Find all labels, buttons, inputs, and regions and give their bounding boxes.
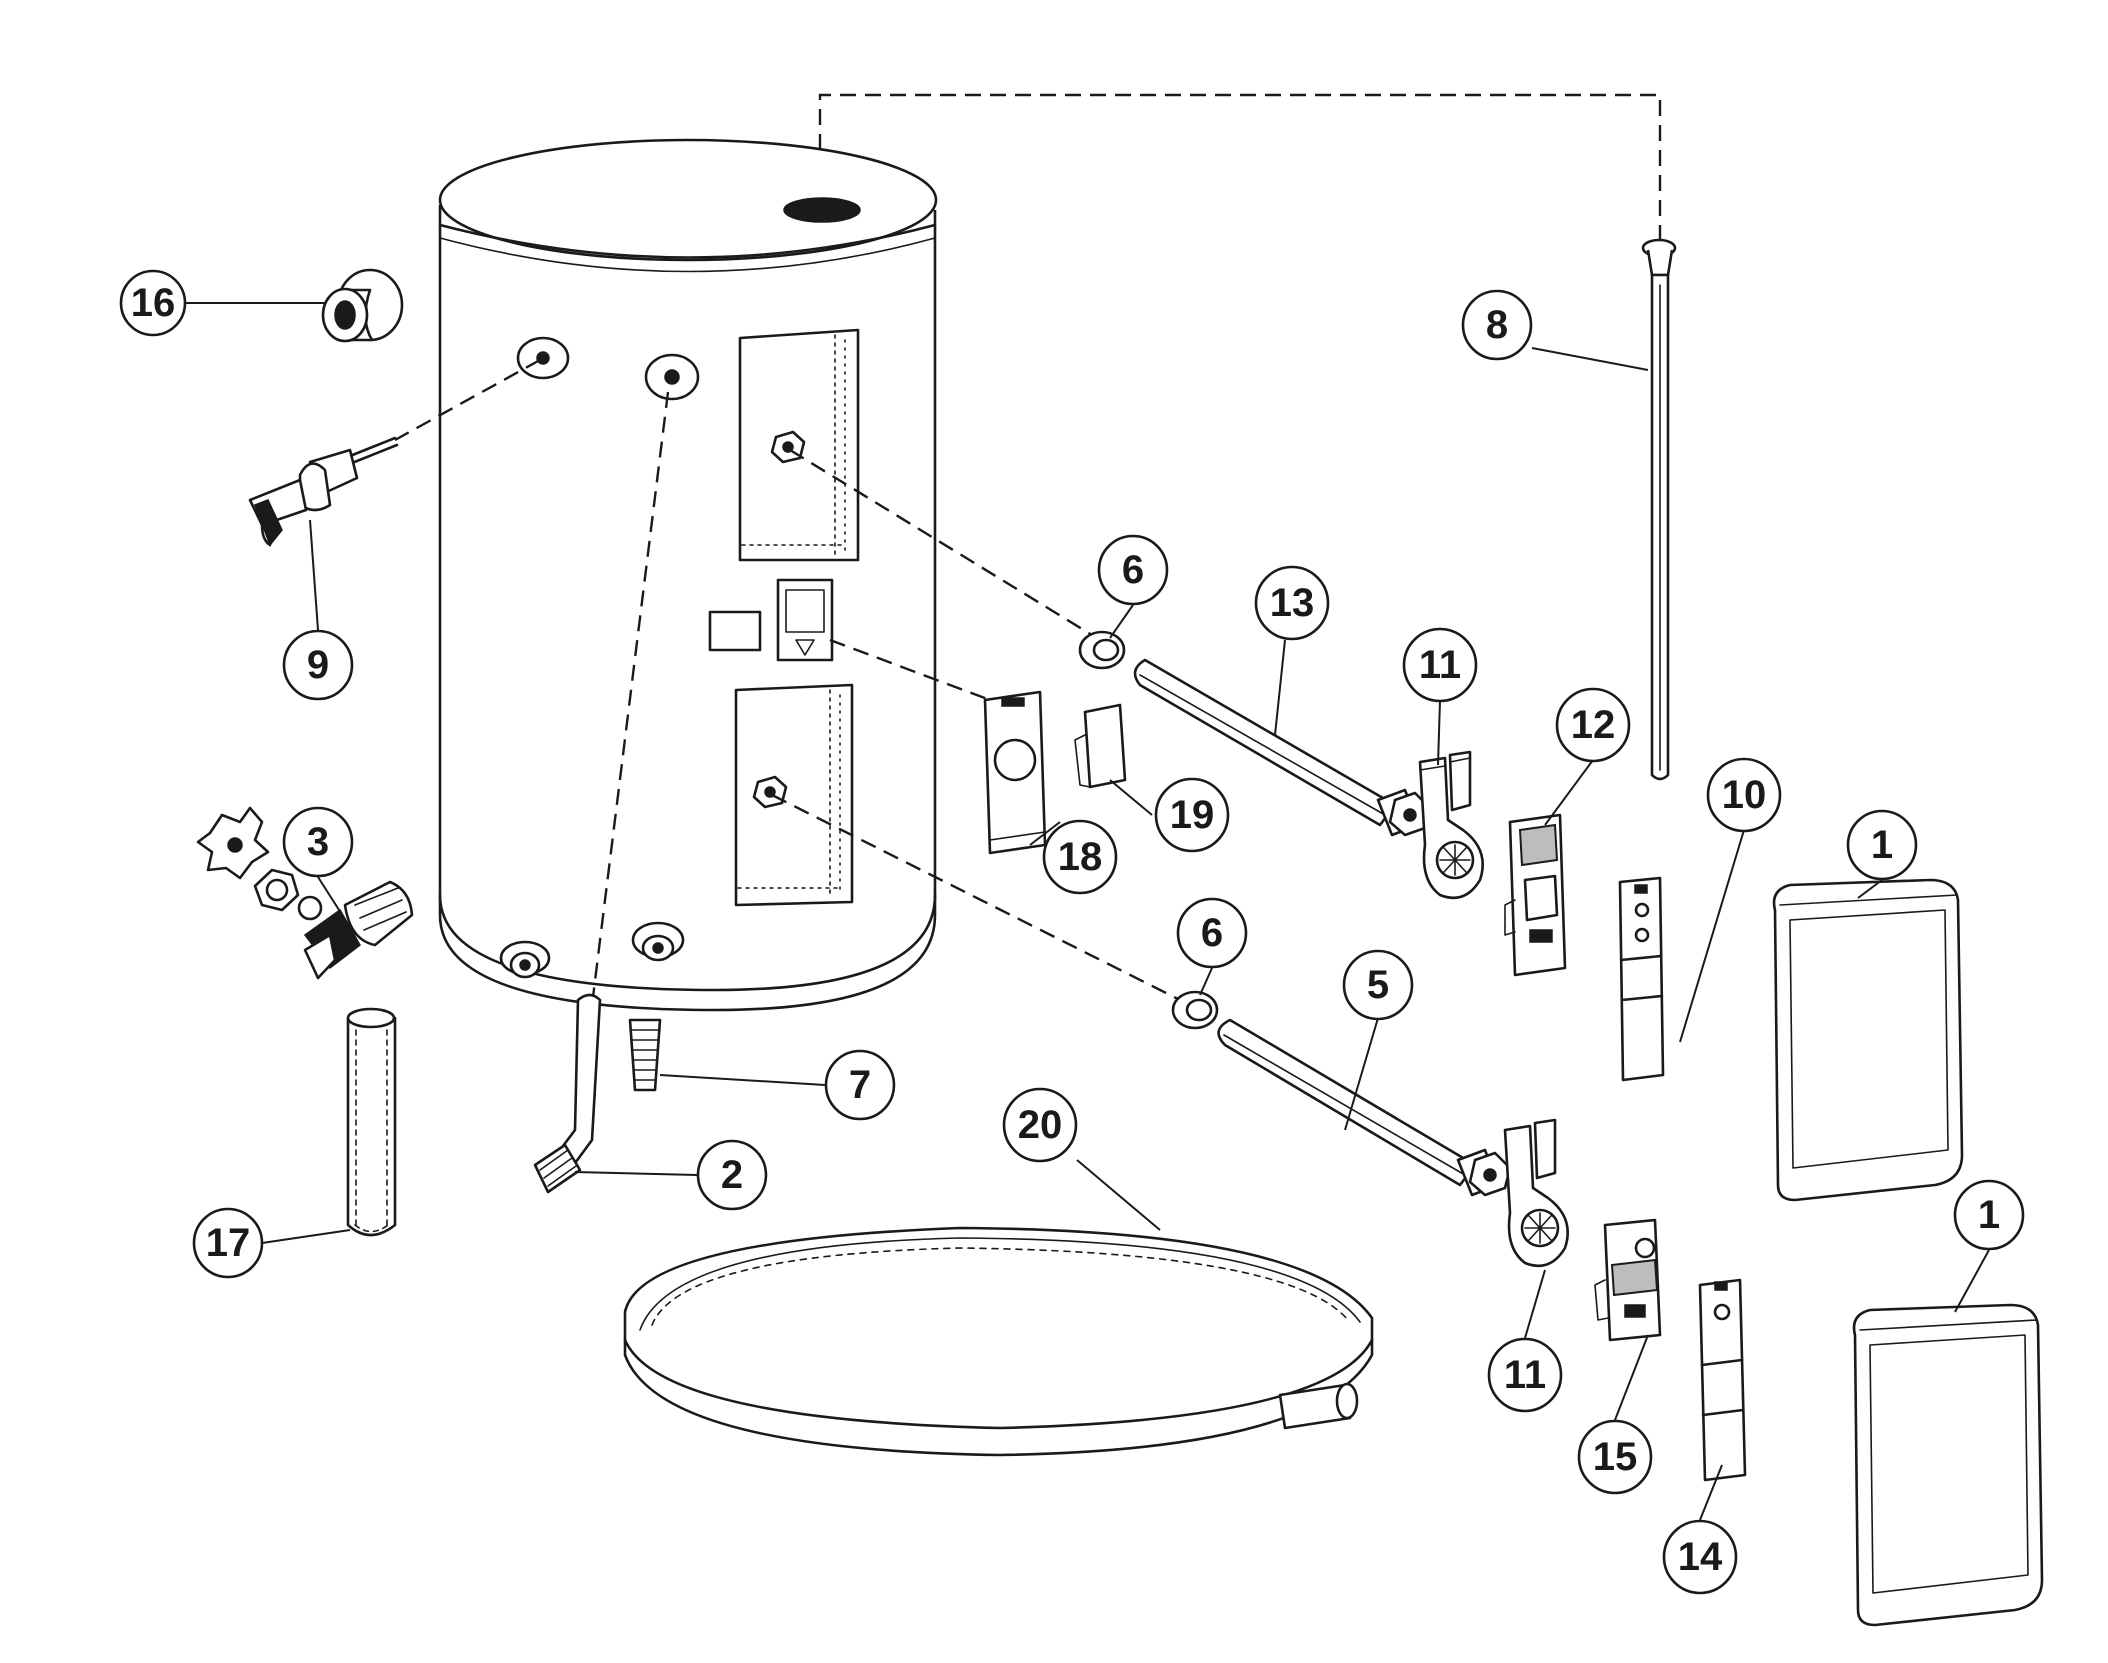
callout-2: 2 bbox=[696, 1139, 768, 1211]
callout-1-lower-label: 1 bbox=[1978, 1193, 2000, 1237]
water-heater-tank bbox=[438, 138, 938, 1012]
callout-6-lower: 6 bbox=[1176, 897, 1248, 969]
callout-11-lower: 11 bbox=[1487, 1337, 1563, 1413]
part-8-anode-rod bbox=[1641, 238, 1677, 781]
callout-10-label: 10 bbox=[1722, 773, 1767, 817]
callout-11-upper-label: 11 bbox=[1419, 643, 1461, 687]
part-1-access-cover-lower bbox=[1852, 1303, 2044, 1627]
callout-16: 16 bbox=[119, 269, 187, 337]
callout-3: 3 bbox=[282, 806, 354, 878]
callout-15: 15 bbox=[1577, 1419, 1653, 1495]
callout-12-label: 12 bbox=[1571, 703, 1616, 747]
callout-6-lower-label: 6 bbox=[1201, 911, 1223, 955]
part-5-lower-heating-element bbox=[1217, 1018, 1512, 1197]
part-12-upper-thermostat bbox=[1504, 813, 1567, 977]
part-18-thermostat-cover bbox=[983, 690, 1047, 855]
callout-19-label: 19 bbox=[1170, 793, 1215, 837]
callout-14-label: 14 bbox=[1678, 1535, 1723, 1579]
callout-8: 8 bbox=[1461, 289, 1533, 361]
part-13-upper-heating-element bbox=[1133, 658, 1432, 837]
callout-15-label: 15 bbox=[1593, 1435, 1638, 1479]
callout-20: 20 bbox=[1002, 1087, 1078, 1163]
upper-element-dashed-line bbox=[789, 448, 1101, 642]
callout-13-label: 13 bbox=[1270, 581, 1315, 625]
callout-7: 7 bbox=[824, 1049, 896, 1121]
callout-6-upper: 6 bbox=[1097, 534, 1169, 606]
callout-1-upper-label: 1 bbox=[1871, 823, 1893, 867]
part-14-lower-insulation bbox=[1698, 1278, 1747, 1482]
callout-16-label: 16 bbox=[131, 281, 176, 325]
callout-13: 13 bbox=[1254, 565, 1330, 641]
tank-top bbox=[438, 138, 938, 262]
callout-12: 12 bbox=[1555, 687, 1631, 763]
part-3-drain-valve bbox=[196, 806, 414, 980]
thermostat-window bbox=[776, 578, 834, 662]
part-17-insulation-tube bbox=[346, 1007, 397, 1237]
callout-5-label: 5 bbox=[1367, 963, 1389, 1007]
callout-11-lower-label: 11 bbox=[1504, 1353, 1546, 1397]
thermostat-cover-dashed-line bbox=[829, 638, 991, 702]
part-15-lower-thermostat bbox=[1594, 1218, 1662, 1342]
tank-top-fitting bbox=[783, 197, 861, 223]
callout-18: 18 bbox=[1042, 819, 1118, 895]
lower-element-dashed-line bbox=[771, 793, 1181, 1002]
dip-tube-dashed-line bbox=[590, 391, 670, 1006]
callout-20-label: 20 bbox=[1018, 1103, 1063, 1147]
relief-valve-dashed-line bbox=[394, 358, 541, 442]
callout-3-label: 3 bbox=[307, 820, 329, 864]
drain-valve-fitting bbox=[499, 940, 551, 979]
part-11-bracket-upper bbox=[1418, 750, 1484, 900]
part-20-drain-pan bbox=[623, 1226, 1374, 1457]
part-2-dip-tube bbox=[533, 993, 602, 1194]
part-7-nipple bbox=[628, 1018, 662, 1092]
part-6-gasket-upper bbox=[1078, 630, 1126, 670]
callout-9-label: 9 bbox=[307, 643, 329, 687]
part-1-access-cover-upper bbox=[1772, 878, 1964, 1202]
leader-lines bbox=[185, 302, 1990, 1521]
callout-7-label: 7 bbox=[849, 1063, 871, 1107]
callout-14: 14 bbox=[1662, 1519, 1738, 1595]
callout-9: 9 bbox=[282, 629, 354, 701]
callout-18-label: 18 bbox=[1058, 835, 1103, 879]
part-19-plate bbox=[1074, 703, 1127, 789]
callout-6-upper-label: 6 bbox=[1122, 548, 1144, 592]
callout-2-label: 2 bbox=[721, 1153, 743, 1197]
upper-access-opening bbox=[738, 328, 860, 562]
part-6-gasket-lower bbox=[1171, 990, 1219, 1030]
callout-10: 10 bbox=[1706, 757, 1782, 833]
callout-11-upper: 11 bbox=[1402, 627, 1478, 703]
callout-1-upper: 1 bbox=[1846, 809, 1918, 881]
lower-access-opening bbox=[734, 683, 854, 907]
part-16-plug bbox=[321, 268, 404, 343]
part-11-bracket-lower bbox=[1503, 1118, 1569, 1268]
label-plate bbox=[708, 610, 762, 652]
callout-19: 19 bbox=[1154, 777, 1230, 853]
part-9-relief-valve bbox=[248, 436, 399, 547]
part-10-upper-insulation bbox=[1618, 876, 1665, 1082]
bottom-inlet-fitting bbox=[631, 921, 685, 962]
callout-5: 5 bbox=[1342, 949, 1414, 1021]
callout-17: 17 bbox=[192, 1207, 264, 1279]
anode-path-dashed-line bbox=[818, 93, 1662, 245]
callout-8-label: 8 bbox=[1486, 303, 1508, 347]
callout-1-lower: 1 bbox=[1953, 1179, 2025, 1251]
callout-17-label: 17 bbox=[206, 1221, 251, 1265]
